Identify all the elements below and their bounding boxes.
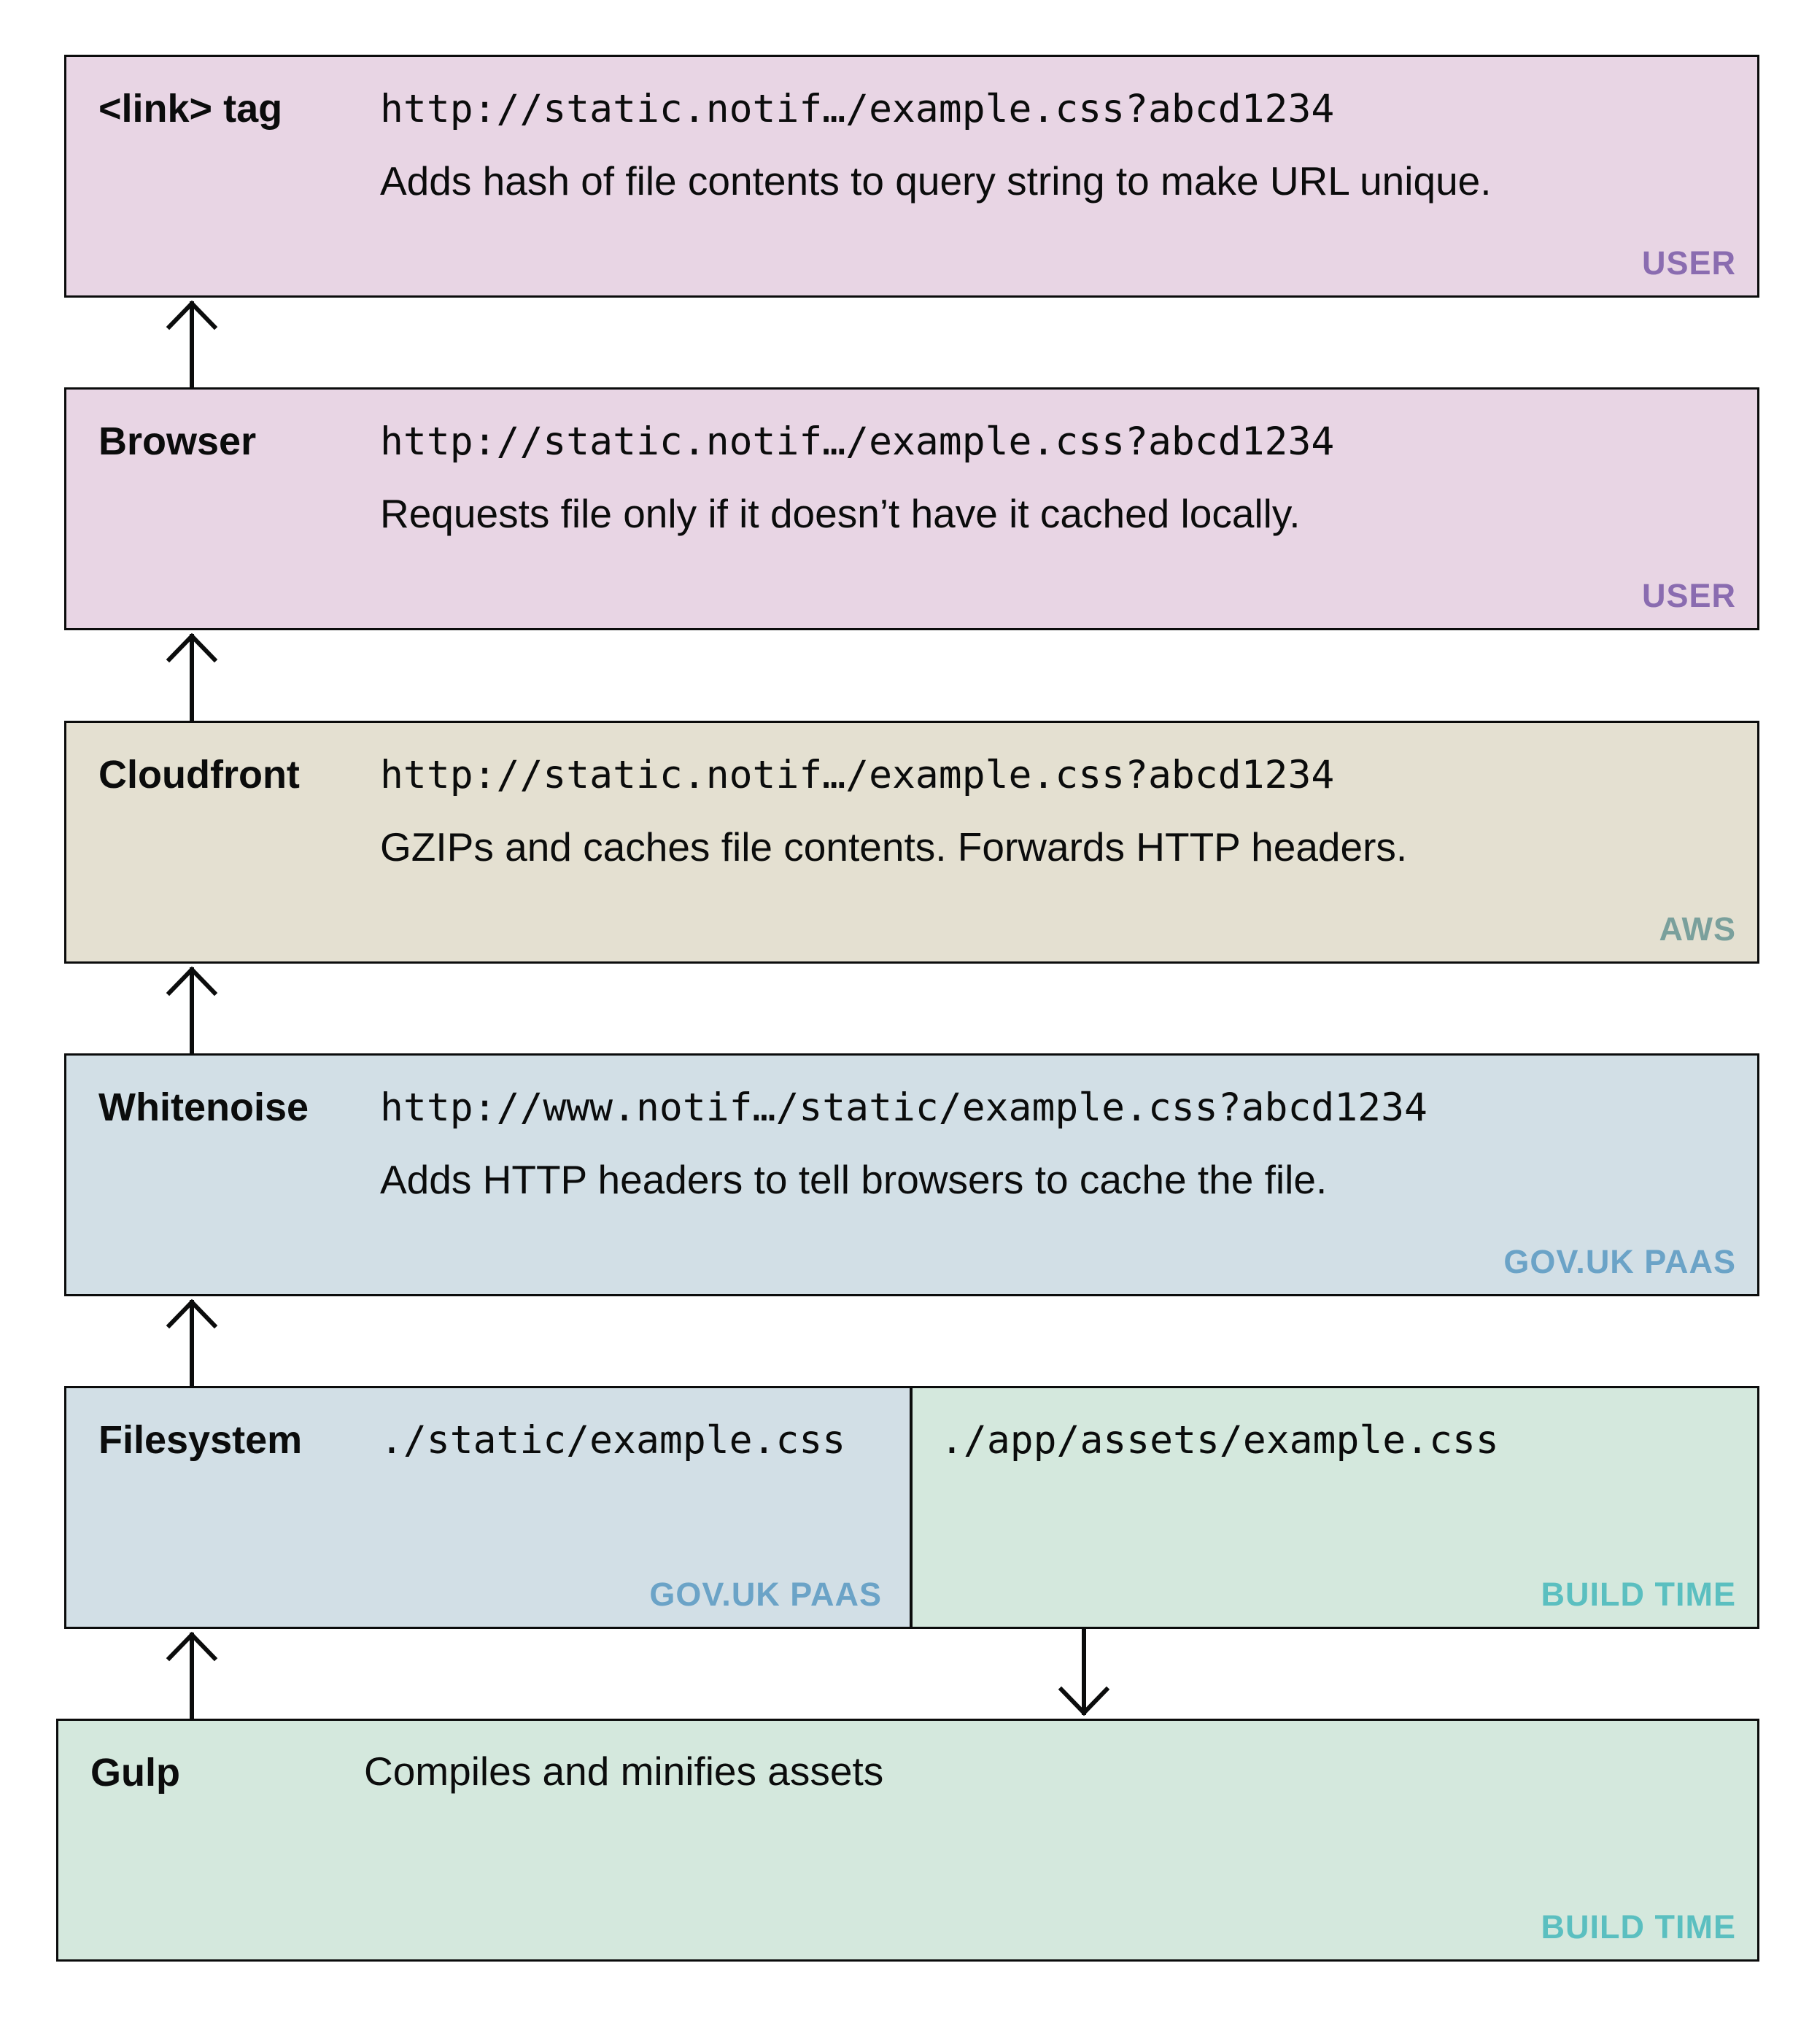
arrow-browser-to-link-tag xyxy=(166,300,218,390)
gulp-box: Gulp Compiles and minifies assets BUILD … xyxy=(56,1719,1759,1962)
box-tag-whitenoise: GOV.UK PAAS xyxy=(1503,1243,1736,1280)
box-url-browser: http://static.notif…/example.css?abcd123… xyxy=(380,419,1335,464)
box-description-whitenoise: Adds HTTP headers to tell browsers to ca… xyxy=(380,1157,1328,1202)
box-path-assets: ./app/assets/example.css xyxy=(940,1418,1499,1463)
box-description-cloudfront: GZIPs and caches file contents. Forwards… xyxy=(380,824,1408,870)
box-tag-filesystem-static: GOV.UK PAAS xyxy=(649,1576,882,1613)
box-url-link-tag: http://static.notif…/example.css?abcd123… xyxy=(380,87,1335,131)
browser-box: Browser http://static.notif…/example.css… xyxy=(64,387,1759,630)
box-url-cloudfront: http://static.notif…/example.css?abcd123… xyxy=(380,753,1335,797)
box-description-link-tag: Adds hash of file contents to query stri… xyxy=(380,158,1492,204)
arrow-cloudfront-to-browser xyxy=(166,632,218,723)
arrow-assets-to-gulp xyxy=(1058,1627,1110,1716)
box-tag-link-tag: USER xyxy=(1641,244,1736,282)
box-tag-cloudfront: AWS xyxy=(1659,910,1736,948)
box-tag-filesystem-assets: BUILD TIME xyxy=(1541,1576,1736,1613)
arrow-filesystem-to-whitenoise xyxy=(166,1298,218,1388)
box-url-whitenoise: http://www.notif…/static/example.css?abc… xyxy=(380,1085,1428,1130)
cloudfront-box: Cloudfront http://static.notif…/example.… xyxy=(64,721,1759,964)
box-name-gulp: Gulp xyxy=(90,1751,180,1795)
box-path-static: ./static/example.css xyxy=(380,1418,846,1463)
arrow-whitenoise-to-cloudfront xyxy=(166,966,218,1056)
whitenoise-box: Whitenoise http://www.notif…/static/exam… xyxy=(64,1053,1759,1296)
box-description-gulp: Compiles and minifies assets xyxy=(364,1749,884,1794)
box-name-whitenoise: Whitenoise xyxy=(98,1085,309,1129)
box-description-browser: Requests file only if it doesn’t have it… xyxy=(380,491,1301,536)
filesystem-box-assets: ./app/assets/example.css BUILD TIME xyxy=(910,1386,1759,1629)
box-tag-gulp: BUILD TIME xyxy=(1541,1908,1736,1946)
arrow-gulp-to-filesystem xyxy=(166,1631,218,1721)
box-name-browser: Browser xyxy=(98,419,257,463)
box-name-cloudfront: Cloudfront xyxy=(98,753,300,797)
filesystem-box-static: Filesystem ./static/example.css GOV.UK P… xyxy=(64,1386,912,1629)
box-name-link-tag: <link> tag xyxy=(98,87,283,131)
box-name-filesystem: Filesystem xyxy=(98,1418,303,1462)
link-tag-box: <link> tag http://static.notif…/example.… xyxy=(64,55,1759,298)
box-tag-browser: USER xyxy=(1641,577,1736,614)
